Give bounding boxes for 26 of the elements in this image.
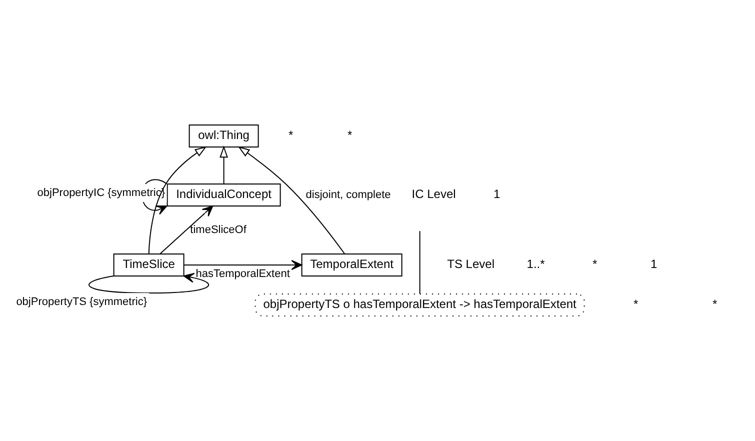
label: * <box>347 128 352 142</box>
edge-label: timeSliceOf <box>190 224 246 236</box>
edge-label: hasTemporalExtent <box>196 268 290 280</box>
node-box: TemporalExtent <box>301 254 402 276</box>
node-box: TimeSlice <box>113 254 184 276</box>
edge-label: objPropertyTS {symmetric} <box>16 296 148 308</box>
arrow <box>148 146 207 254</box>
edge-label: disjoint, complete <box>306 188 391 201</box>
connector <box>419 230 420 294</box>
arrow <box>184 260 302 270</box>
label: * <box>288 128 294 142</box>
label: TS Level <box>447 257 494 272</box>
label: * <box>592 257 598 272</box>
label: 1 <box>493 187 500 202</box>
arrow <box>238 146 346 254</box>
label: * <box>633 297 638 312</box>
arrow <box>88 272 210 294</box>
label: IC Level <box>412 187 456 202</box>
label: 1..* <box>526 257 545 272</box>
node-box: owl:Thing <box>188 124 259 148</box>
node-box: objPropertyTS o hasTemporalExtent -> hasTemporalExtent <box>254 294 585 316</box>
arrow <box>220 146 228 184</box>
label: * <box>712 297 718 312</box>
label: 1 <box>650 257 658 272</box>
arrow <box>159 206 214 254</box>
node-box: IndividualConcept <box>166 184 281 206</box>
